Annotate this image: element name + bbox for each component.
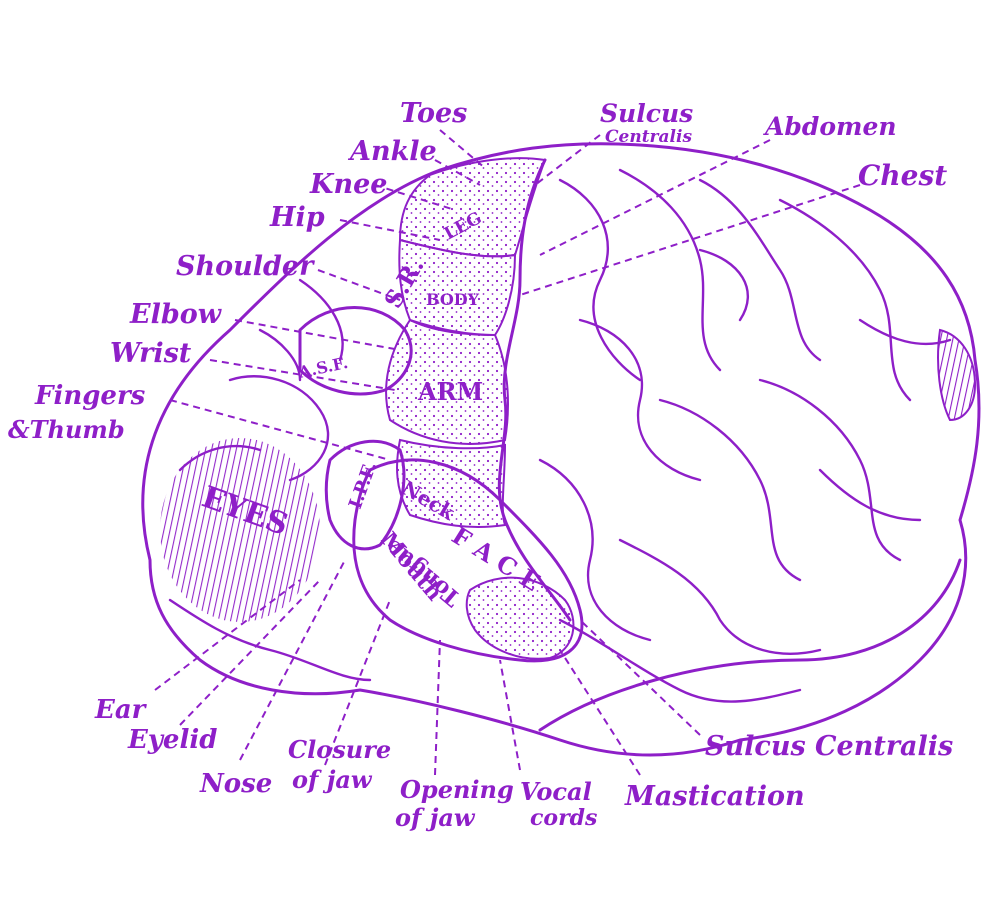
asf-region <box>298 306 413 396</box>
label-mastication: Mastication <box>624 781 805 812</box>
eyes-region <box>160 438 320 622</box>
label-opening-line1: Opening <box>400 775 514 804</box>
label-chest: Chest <box>858 159 947 192</box>
label-abdomen: Abdomen <box>763 112 897 141</box>
gyri-lines <box>538 168 952 703</box>
label-shoulder: Shoulder <box>176 251 315 282</box>
label-elbow: Elbow <box>129 299 223 330</box>
leader-lines <box>154 129 861 776</box>
label-thumb: &Thumb <box>8 415 125 444</box>
label-wrist: Wrist <box>110 338 192 369</box>
label-vocal-line2: cords <box>530 805 597 831</box>
label-knee: Knee <box>309 169 387 200</box>
label-toes: Toes <box>400 98 467 129</box>
region-arm: ARM <box>417 377 483 406</box>
region-body: BODY <box>426 290 480 309</box>
face-region <box>352 458 584 663</box>
label-vocal-line1: Vocal <box>520 777 592 806</box>
brain-outline <box>141 142 981 757</box>
ipf-region <box>324 439 406 551</box>
label-closure-line2: of jaw <box>292 765 373 794</box>
label-hip: Hip <box>269 202 325 233</box>
label-closure-line1: Closure <box>288 735 391 764</box>
label-ear: Ear <box>94 695 148 725</box>
label-nose: Nose <box>199 769 272 799</box>
label-fingers: Fingers <box>34 381 146 411</box>
label-ankle: Ankle <box>347 136 437 167</box>
lower-lobe-outline <box>538 558 962 732</box>
occipital-hatched-patch <box>937 328 977 422</box>
label-sulcus-bottom: Sulcus Centralis <box>705 731 953 762</box>
label-eyelid: Eyelid <box>127 725 217 755</box>
label-sulcus-top-line2: Centralis <box>605 127 692 147</box>
region-ipf: I.P.F. <box>345 459 381 512</box>
label-sulcus-top-line1: Sulcus <box>600 99 693 128</box>
label-opening-line2: of jaw <box>395 803 476 832</box>
tongue-region <box>465 576 575 660</box>
